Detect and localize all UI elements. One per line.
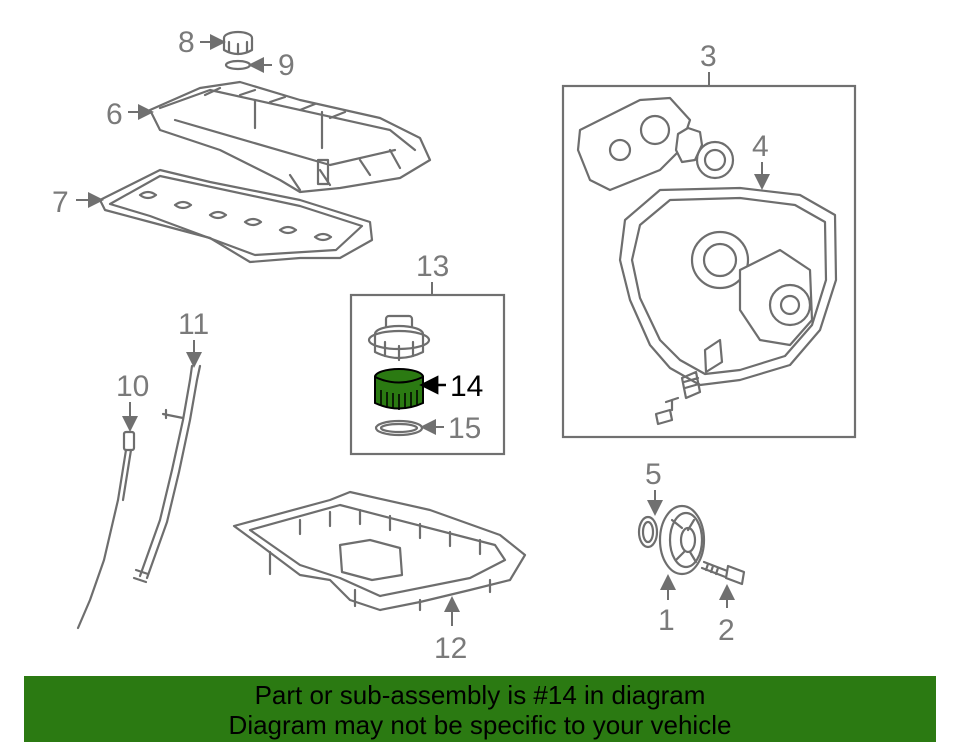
callout-15: 15: [448, 412, 481, 445]
part-7-gasket: [98, 168, 374, 264]
callout-2: 2: [718, 614, 735, 647]
notice-banner: Part or sub-assembly is #14 in diagram D…: [24, 676, 936, 742]
part-4-timing-cover-gasket: [618, 186, 838, 426]
callout-14: 14: [450, 370, 483, 403]
callout-11: 11: [178, 308, 209, 341]
part-9-seal: [224, 59, 252, 71]
part-11-dipstick-tube: [132, 364, 202, 584]
part-3-timing-cover: [576, 96, 735, 192]
part-13-group-box: [349, 293, 506, 456]
banner-line-1: Part or sub-assembly is #14 in diagram: [254, 680, 706, 710]
callout-6: 6: [106, 98, 123, 131]
part-1-crankshaft-pulley: [658, 504, 706, 576]
callout-5: 5: [645, 458, 662, 491]
part-12-oil-pan: [232, 490, 527, 612]
callout-10: 10: [116, 370, 149, 403]
part-10-dipstick: [76, 430, 136, 630]
callout-4: 4: [752, 130, 769, 163]
part-5-seal: [637, 515, 659, 549]
part-3-group-box: [561, 84, 857, 439]
callout-9: 9: [278, 49, 295, 82]
part-6-valve-cover: [148, 80, 432, 194]
part-15-oil-filter-seal: [374, 419, 424, 437]
part-8-oil-filler-cap: [222, 30, 254, 56]
callout-1: 1: [658, 604, 675, 637]
part-13-oil-filter-housing: [367, 314, 431, 362]
part-2-bolt: [700, 560, 746, 586]
callout-8: 8: [178, 26, 195, 59]
callout-12: 12: [434, 632, 467, 665]
banner-line-2: Diagram may not be specific to your vehi…: [228, 710, 732, 740]
callout-13: 13: [416, 250, 449, 283]
callout-3: 3: [700, 40, 717, 73]
callout-7: 7: [52, 186, 69, 219]
part-14-oil-filter-highlighted: [374, 368, 424, 410]
